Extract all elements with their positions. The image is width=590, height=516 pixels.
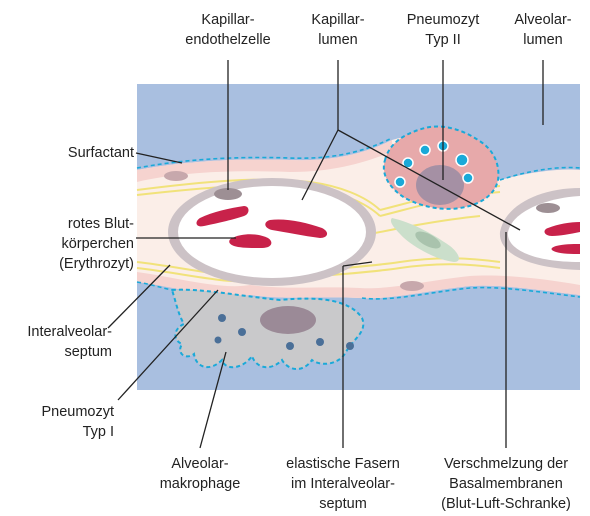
label-pneumozyt-typ-1: Pneumozyt Typ I	[0, 402, 114, 442]
label-kapillar-endothelzelle-line1: Kapillar-	[160, 10, 296, 30]
septum-cell-nucleus-right	[400, 281, 424, 291]
label-surfactant-line1: Surfactant	[4, 143, 134, 163]
label-kapillar-lumen: Kapillar- lumen	[288, 10, 388, 50]
label-alveolarmakrophage: Alveolar- makrophage	[142, 454, 258, 494]
label-alveolar-lumen-line2: lumen	[496, 30, 590, 50]
label-elastische-fasern-line2: im Interalveolar-	[268, 474, 418, 494]
capillary-right-endothelial-nucleus	[536, 203, 560, 213]
label-pneumozyt-typ-2-line2: Typ II	[390, 30, 496, 50]
label-pneumozyt-typ-1-line2: Typ I	[0, 422, 114, 442]
macrophage-nucleus	[260, 306, 316, 334]
label-pneumozyt-typ-2: Pneumozyt Typ II	[390, 10, 496, 50]
label-kapillar-lumen-line1: Kapillar-	[288, 10, 388, 30]
label-verschmelzung: Verschmelzung der Basalmembranen (Blut-L…	[424, 454, 588, 514]
label-verschmelzung-line1: Verschmelzung der	[424, 454, 588, 474]
label-pneumozyt-typ-1-line1: Pneumozyt	[0, 402, 114, 422]
label-alveolarmakrophage-line2: makrophage	[142, 474, 258, 494]
capillary-lumen	[178, 186, 366, 278]
label-elastische-fasern-line1: elastische Fasern	[268, 454, 418, 474]
label-elastische-fasern-line3: septum	[268, 494, 418, 514]
label-alveolarmakrophage-line1: Alveolar-	[142, 454, 258, 474]
label-interalveolarseptum: Interalveolar- septum	[0, 322, 112, 362]
label-verschmelzung-line2: Basalmembranen	[424, 474, 588, 494]
label-rote-blutkoerperchen-line1: rotes Blut-	[4, 214, 134, 234]
label-kapillar-lumen-line2: lumen	[288, 30, 388, 50]
septum-cell-nucleus-left	[164, 171, 188, 181]
label-rote-blutkoerperchen: rotes Blut- körperchen (Erythrozyt)	[4, 214, 134, 274]
label-alveolar-lumen: Alveolar- lumen	[496, 10, 590, 50]
pneumocyte-type-2-nucleus	[416, 165, 464, 205]
label-verschmelzung-line3: (Blut-Luft-Schranke)	[424, 494, 588, 514]
label-elastische-fasern: elastische Fasern im Interalveolar- sept…	[268, 454, 418, 514]
label-interalveolarseptum-line1: Interalveolar-	[0, 322, 112, 342]
label-rote-blutkoerperchen-line2: körperchen	[4, 234, 134, 254]
label-kapillar-endothelzelle-line2: endothelzelle	[160, 30, 296, 50]
label-surfactant: Surfactant	[4, 143, 134, 163]
label-rote-blutkoerperchen-line3: (Erythrozyt)	[4, 254, 134, 274]
label-kapillar-endothelzelle: Kapillar- endothelzelle	[160, 10, 296, 50]
label-pneumozyt-typ-2-line1: Pneumozyt	[390, 10, 496, 30]
label-alveolar-lumen-line1: Alveolar-	[496, 10, 590, 30]
label-interalveolarseptum-line2: septum	[0, 342, 112, 362]
